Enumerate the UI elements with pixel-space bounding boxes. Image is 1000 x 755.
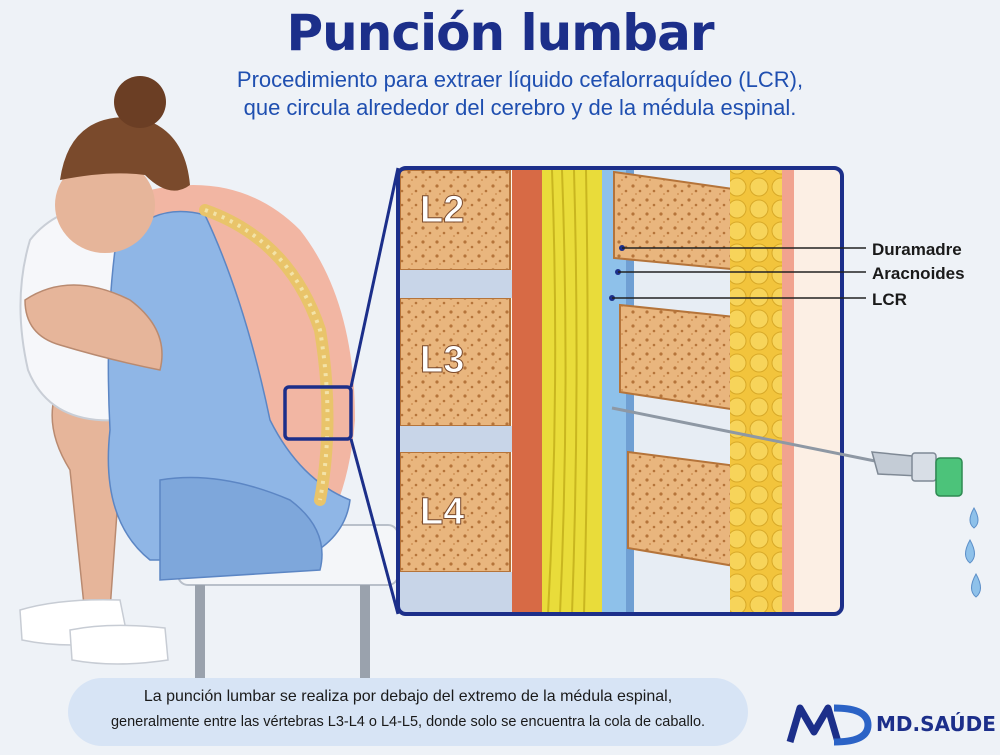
- footer-line-2: generalmente entre las vértebras L3-L4 o…: [110, 714, 706, 730]
- md-saude-logo-icon: [786, 704, 872, 746]
- inset-frame: [396, 166, 844, 616]
- spine-on-back: [199, 204, 334, 506]
- spine-cross-section: [398, 168, 842, 614]
- label-lcr: LCR: [872, 290, 907, 309]
- footer-note: La punción lumbar se realiza por debajo …: [68, 678, 748, 746]
- label-duramadre: Duramadre: [872, 240, 962, 259]
- needle: [611, 406, 963, 497]
- page-subtitle: Procedimiento para extraer líquido cefal…: [180, 66, 860, 122]
- patient-head: [55, 76, 190, 253]
- zoom-region-box: [283, 385, 353, 441]
- subtitle-line-1: Procedimiento para extraer líquido cefal…: [236, 67, 804, 92]
- subtitle-line-2: que circula alrededor del cerebro y de l…: [243, 95, 797, 120]
- csf-drops: [965, 506, 981, 598]
- vertebra-label-l3: L3: [420, 339, 464, 381]
- vertebra-label-l4: L4: [420, 491, 464, 533]
- gown: [107, 210, 351, 561]
- label-aracnoides: Aracnoides: [872, 264, 965, 283]
- vertebra-label-l2: L2: [420, 189, 464, 231]
- footer-line-1: La punción lumbar se realiza por debajo …: [143, 688, 673, 705]
- logo-text: MD.SAÚDE: [876, 712, 996, 736]
- patient-arm: [24, 284, 163, 371]
- page-title: Punción lumbar: [286, 4, 715, 62]
- callouts: [609, 245, 866, 301]
